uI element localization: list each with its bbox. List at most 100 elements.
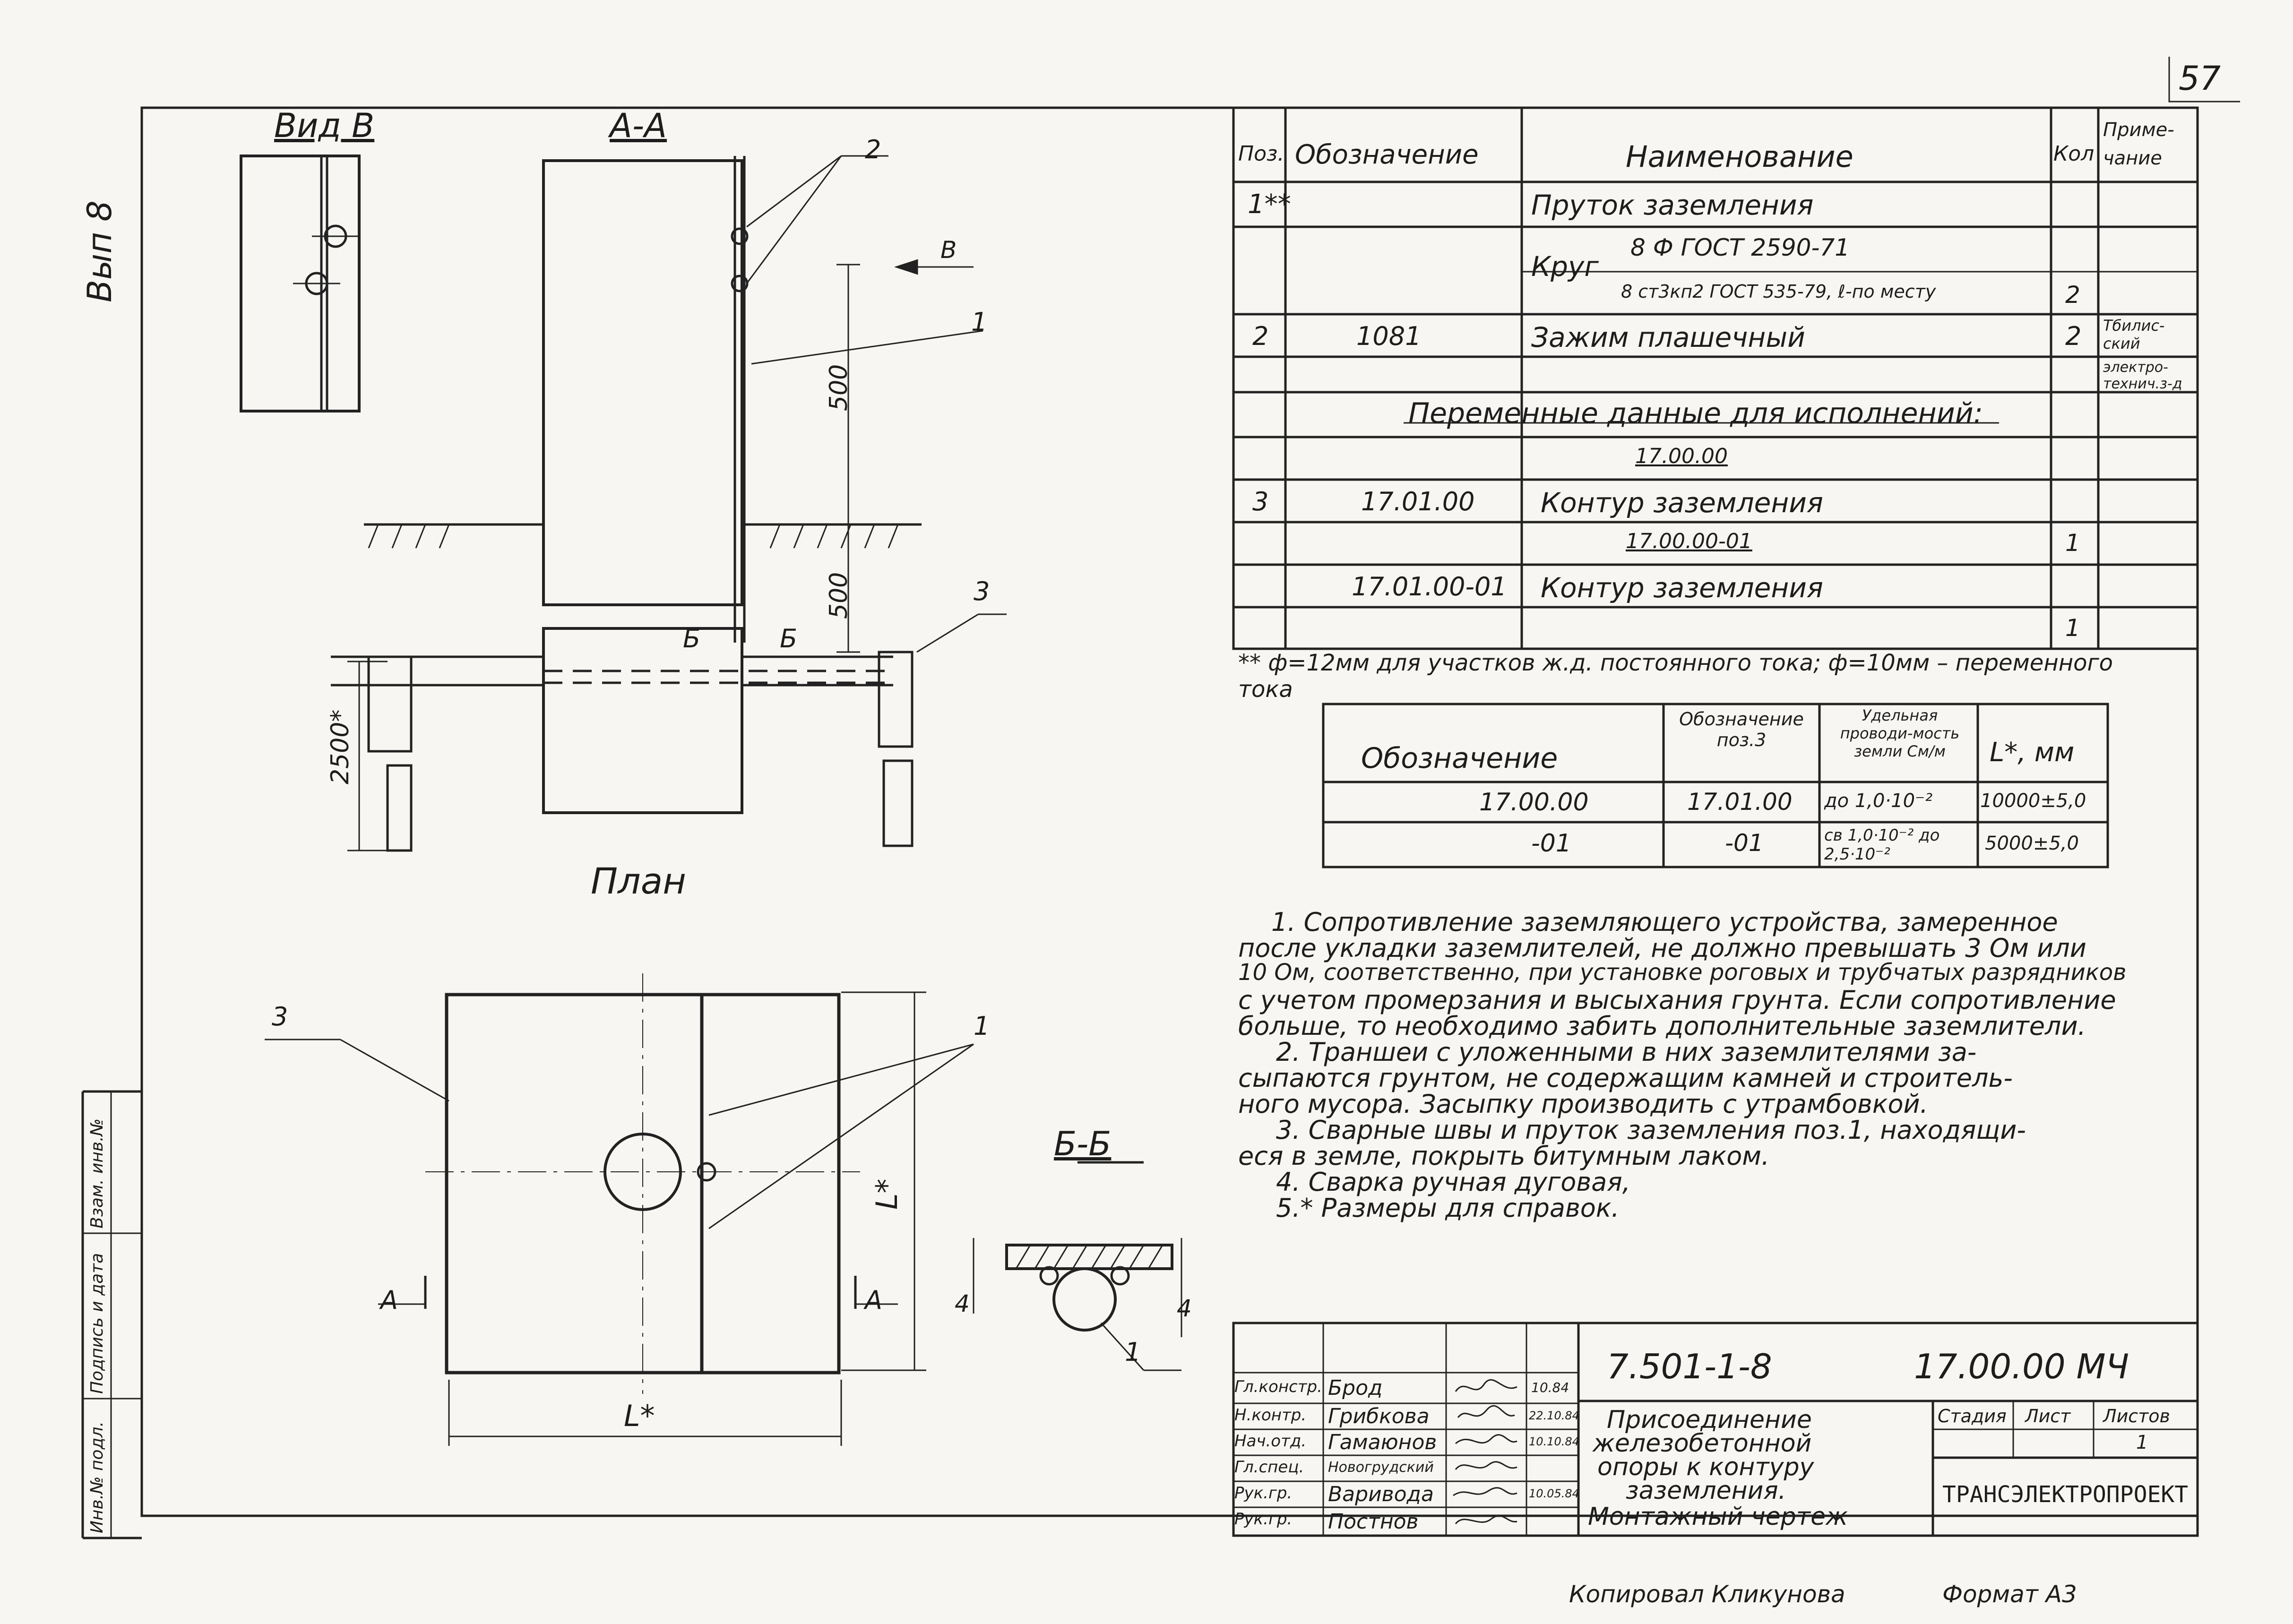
spec-variant-2: 17.00.00-01 [1626, 529, 1752, 553]
variant-r1-pos3: 17.01.00 [1687, 788, 1793, 816]
dim-4-right: 4 [1177, 1295, 1192, 1322]
note-line-3: 10 Ом, соответственно, при установке рог… [1238, 959, 2127, 986]
callout-3-right: 3 [974, 576, 990, 606]
sheets-value: 1 [2136, 1432, 2148, 1453]
variant-r1-length: 10000±5,0 [1980, 790, 2086, 812]
spec-row1-name: Пруток заземления [1531, 189, 1814, 221]
stamp-sign-date: Подпись и дата [87, 1253, 107, 1394]
note-line-9: 3. Сварные швы и пруток заземления поз.1… [1276, 1115, 2026, 1145]
variant-r2-designation: -01 [1531, 829, 1571, 858]
arrow-b-label: В [940, 236, 957, 264]
note-line-11: 4. Сварка ручная дуговая, [1276, 1167, 1630, 1197]
callout-1-top: 1 [971, 307, 988, 337]
section-aa-label: А-А [610, 106, 667, 145]
spec-row1-pos: 1** [1248, 189, 1291, 220]
signer-name-6: Постнов [1328, 1510, 1419, 1534]
note-line-12: 5.* Размеры для справок. [1276, 1193, 1620, 1223]
spec-footnote: ** ф=12мм для участков ж.д. постоянного … [1238, 650, 2113, 703]
signatures [1453, 1379, 1517, 1525]
signer-date-3: 10.10.84 [1529, 1435, 1579, 1448]
stamp-vzam-inv: Взам. инв.№ [87, 1118, 107, 1229]
callout-3-plan: 3 [272, 1002, 288, 1031]
dim-l-horizontal: L* [624, 1399, 655, 1433]
signer-date-2: 22.10.84 [1529, 1409, 1579, 1422]
spec-row2-detail2: 8 ст3кп2 ГОСТ 535-79, ℓ-по месту [1621, 281, 1936, 302]
signer-name-1: Брод [1328, 1376, 1383, 1400]
dim-l-vertical: L* [870, 1178, 904, 1210]
signer-name-3: Гамаюнов [1328, 1430, 1437, 1454]
variant-header-pos3: Обозначение поз.3 [1679, 709, 1804, 750]
spec-row8-qty: 1 [2065, 529, 2080, 557]
spec-row3-qty: 2 [2065, 321, 2082, 351]
title-line-1: Присоединение [1607, 1406, 1812, 1434]
spec-header-qty: Кол [2053, 142, 2095, 166]
spec-row10-qty: 1 [2065, 614, 2080, 642]
section-bb-label: Б-Б [1054, 1125, 1112, 1163]
title-line-3: опоры к контуру [1597, 1453, 1814, 1481]
variant-header-length: L*, мм [1990, 737, 2075, 768]
spec-row3-designation: 1081 [1356, 321, 1422, 351]
signer-role-6: Рук.гр. [1234, 1510, 1293, 1529]
doc-number: 17.00.00 МЧ [1914, 1347, 2129, 1386]
spec-row3-note: Тбилис-ский [2103, 317, 2165, 352]
signer-name-5: Варивода [1328, 1482, 1434, 1506]
dim-500-bottom: 500 [825, 572, 853, 619]
stamp-inv-podl: Инв.№ подл. [87, 1421, 107, 1533]
doc-code: 7.501-1-8 [1607, 1347, 1772, 1386]
title-line-5: Монтажный чертеж [1588, 1503, 1848, 1531]
callout-1-section: 1 [1125, 1337, 1141, 1367]
side-label: Вып 8 [80, 200, 119, 302]
format-label: Формат А3 [1942, 1581, 2077, 1608]
title-line-2: железобетонной [1593, 1429, 1812, 1458]
variant-r2-length: 5000±5,0 [1985, 833, 2079, 854]
spec-header-note: Приме-чание [2103, 119, 2174, 169]
note-line-5: больше, то необходимо забить дополнитель… [1238, 1011, 2086, 1041]
spec-header-pos: Поз. [1238, 142, 1284, 166]
cut-b-right: Б [780, 624, 798, 653]
cut-b-left: Б [683, 624, 701, 653]
note-line-8: ного мусора. Засыпку производить с утрам… [1238, 1089, 1928, 1119]
sheets-label: Листов [2103, 1406, 2170, 1426]
note-line-4: с учетом промерзания и высыхания грунта.… [1238, 985, 2116, 1015]
dim-500-top: 500 [825, 364, 853, 411]
signer-date-1: 10.84 [1531, 1380, 1569, 1395]
variant-header-designation: Обозначение [1361, 742, 1558, 775]
spec-variant-heading: Переменные данные для исполнений: [1408, 397, 1983, 430]
spec-header-designation: Обозначение [1295, 139, 1479, 170]
signer-date-5: 10.05.84 [1529, 1487, 1579, 1500]
cut-a-right: А [865, 1285, 882, 1315]
spec-row7-name: Контур заземления [1541, 487, 1823, 519]
note-line-2: после укладки заземлителей, не должно пр… [1238, 933, 2086, 963]
spec-row4-note: электро-технич.з-д [2103, 359, 2182, 392]
callout-1-plan: 1 [974, 1011, 990, 1041]
note-line-6: 2. Траншеи с уложенными в них заземлител… [1276, 1037, 1977, 1067]
spec-row2-name: Круг [1531, 250, 1599, 283]
note-line-1: 1. Сопротивление заземляющего устройства… [1271, 907, 2058, 937]
spec-row7-designation: 17.01.00 [1361, 487, 1475, 516]
signer-role-2: Н.контр. [1234, 1406, 1307, 1425]
signer-role-3: Нач.отд. [1234, 1432, 1307, 1451]
spec-row9-designation: 17.01.00-01 [1352, 572, 1507, 601]
note-line-7: сыпаются грунтом, не содержащим камней и… [1238, 1063, 2013, 1093]
variant-r2-conductivity: св 1,0·10⁻² до 2,5·10⁻² [1824, 826, 1940, 864]
signer-role-5: Рук.гр. [1234, 1484, 1293, 1503]
spec-header-name: Наименование [1626, 139, 1853, 174]
cut-a-left: А [380, 1285, 398, 1315]
note-line-10: еся в земле, покрыть битумным лаком. [1238, 1141, 1770, 1171]
variant-r2-pos3: -01 [1725, 829, 1764, 857]
spec-variant-1: 17.00.00 [1635, 444, 1728, 468]
org-name: ТРАНСЭЛЕКТРОПРОЕКТ [1942, 1481, 2189, 1508]
copied-by: Копировал Кликунова [1569, 1581, 1845, 1608]
spec-row3-name: Зажим плашечный [1531, 321, 1805, 353]
dim-2500: 2500* [326, 709, 354, 784]
drawing-frame [140, 106, 2199, 1517]
callout-2-top: 2 [865, 135, 881, 164]
variant-header-conductivity: Удельная проводи-мость земли См/м [1840, 706, 1960, 760]
spec-row7-pos: 3 [1252, 487, 1269, 516]
variant-r1-conductivity: до 1,0·10⁻² [1824, 790, 1933, 812]
spec-row2-qty: 2 [2065, 281, 2080, 309]
plan-label: План [591, 860, 686, 902]
variant-r1-designation: 17.00.00 [1479, 788, 1589, 816]
signer-name-2: Грибкова [1328, 1404, 1430, 1428]
